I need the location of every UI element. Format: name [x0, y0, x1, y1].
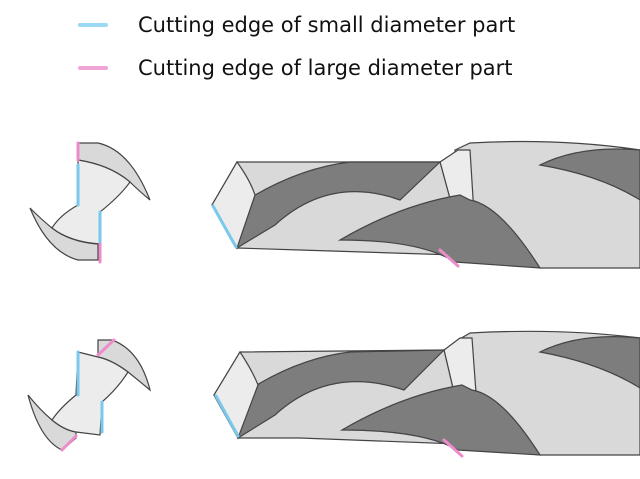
large-diameter-edge-marker: [96, 338, 116, 357]
drill-side-view-standard: [211, 140, 640, 269]
small-diameter-color-swatch: [78, 23, 108, 27]
drill-tip: [213, 350, 259, 440]
drill-side-view-stepped: [213, 330, 640, 458]
large-diameter-edge-marker: [442, 438, 464, 458]
legend-label-large-diameter: Cutting edge of large diameter part: [138, 56, 513, 80]
legend-item-small-diameter: Cutting edge of small diameter part: [78, 10, 515, 40]
cross-section-face: [51, 351, 129, 436]
legend-item-large-diameter: Cutting edge of large diameter part: [78, 53, 513, 83]
large-diameter-edge-marker: [438, 248, 460, 268]
large-diameter-edge-marker: [60, 434, 78, 452]
legend: Cutting edge of small diameter part Cutt…: [0, 0, 640, 90]
drill-flute: [339, 384, 542, 456]
drill-flute: [337, 194, 542, 269]
cross-section-standard: [29, 141, 151, 264]
drill-flute: [237, 349, 446, 440]
small-diameter-edge-marker: [211, 204, 238, 249]
cross-section-stepped: [27, 338, 152, 452]
drill-tip: [211, 160, 256, 250]
drill-flute: [538, 148, 640, 201]
small-diameter-edge-marker: [214, 394, 240, 438]
large-diameter-color-swatch: [78, 66, 108, 70]
legend-label-small-diameter: Cutting edge of small diameter part: [138, 13, 516, 37]
drill-flute: [236, 161, 442, 250]
drill-flute: [538, 336, 640, 389]
